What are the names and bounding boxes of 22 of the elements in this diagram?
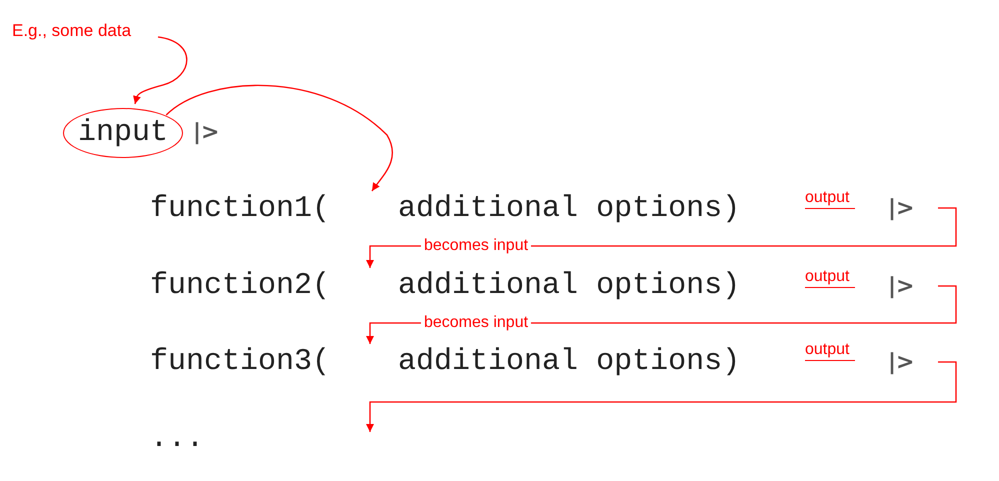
arrow <box>366 361 957 432</box>
code-text: additional options) <box>398 347 740 377</box>
code-text: function3( <box>150 347 330 377</box>
output-label: output <box>805 341 856 361</box>
code-text: input <box>78 118 168 148</box>
highlight-ellipse <box>63 108 183 158</box>
pipe-operator: |> <box>193 120 220 145</box>
arrow <box>132 36 188 104</box>
code-text: additional options) <box>398 194 740 224</box>
annotation-text: E.g., some data <box>12 21 132 41</box>
edge-label: becomes input <box>420 315 532 331</box>
pipe-operator: |> <box>888 350 914 374</box>
code-text: additional options) <box>398 271 740 301</box>
output-label: output <box>805 268 856 288</box>
output-label: output <box>805 189 856 209</box>
arrow <box>166 85 394 192</box>
pipe-operator: |> <box>888 274 914 298</box>
pipe-operator: |> <box>888 196 914 220</box>
edge-label: becomes input <box>420 238 532 254</box>
code-text: function2( <box>150 271 330 301</box>
ellipsis-text: ... <box>150 422 204 456</box>
code-text: function1( <box>150 194 330 224</box>
